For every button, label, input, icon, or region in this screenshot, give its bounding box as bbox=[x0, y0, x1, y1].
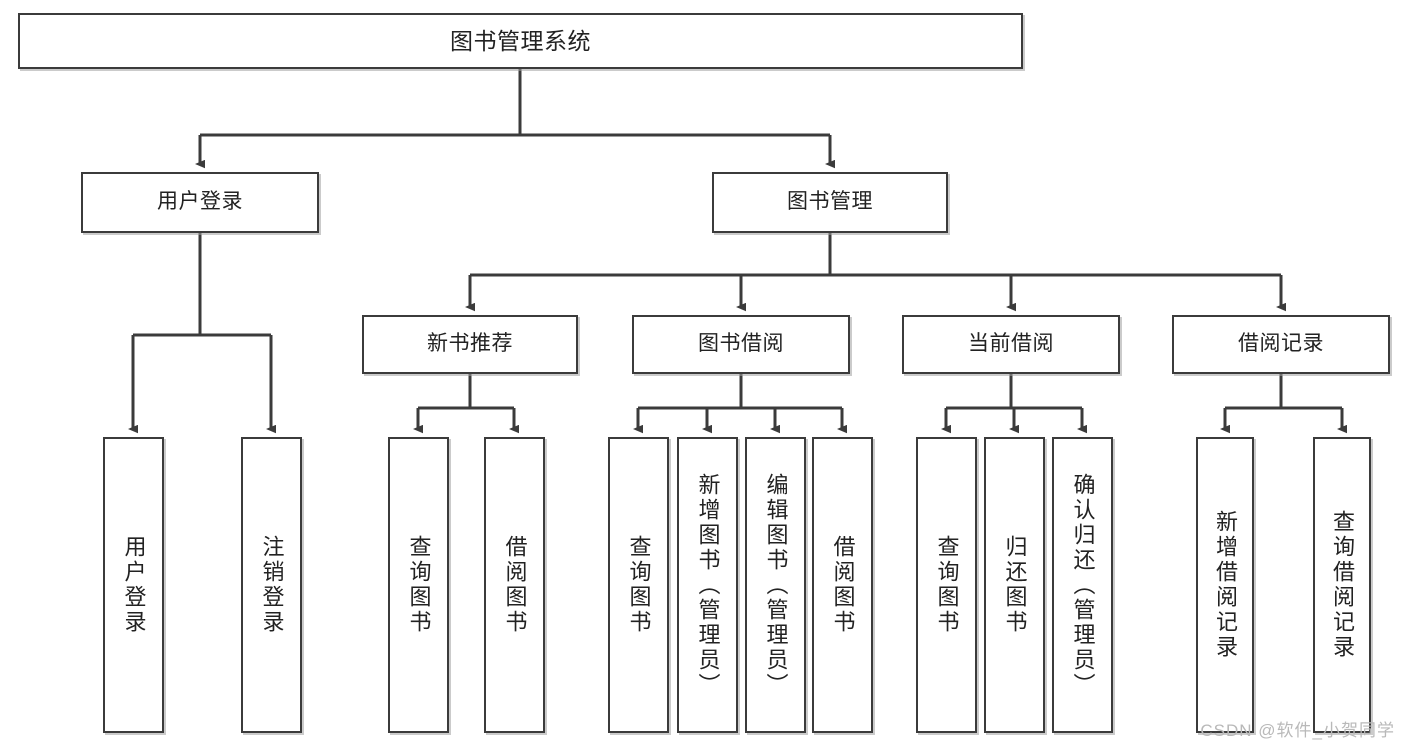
node-leaf-return-book[interactable]: 归还图书 bbox=[984, 437, 1045, 733]
node-label: 确认归还（管理员） bbox=[1070, 472, 1096, 698]
node-label: 借阅图书 bbox=[830, 535, 856, 635]
node-leaf-borrow-book-rec[interactable]: 借阅图书 bbox=[484, 437, 545, 733]
node-label: 新书推荐 bbox=[427, 332, 513, 356]
node-leaf-query-borrow-record[interactable]: 查询借阅记录 bbox=[1313, 437, 1371, 733]
node-leaf-user-logout[interactable]: 注销登录 bbox=[241, 437, 302, 733]
edge-bookmanage-to-level3 bbox=[465, 233, 1286, 312]
node-label: 新增借阅记录 bbox=[1213, 510, 1238, 660]
node-leaf-edit-book-admin[interactable]: 编辑图书（管理员） bbox=[745, 437, 806, 733]
edge-root-to-level2 bbox=[195, 69, 835, 169]
node-label: 图书借阅 bbox=[698, 332, 784, 356]
node-label: 当前借阅 bbox=[968, 332, 1054, 356]
node-new-book-recommendation[interactable]: 新书推荐 bbox=[362, 315, 578, 374]
edge-borrowrecord-to-leaves bbox=[1220, 374, 1347, 434]
node-leaf-add-book-admin[interactable]: 新增图书（管理员） bbox=[677, 437, 738, 733]
node-leaf-add-borrow-record[interactable]: 新增借阅记录 bbox=[1196, 437, 1254, 733]
node-label: 查询图书 bbox=[934, 535, 960, 635]
node-leaf-query-book-rec[interactable]: 查询图书 bbox=[388, 437, 449, 733]
node-label: 查询借阅记录 bbox=[1330, 510, 1355, 660]
node-label: 图书管理系统 bbox=[450, 27, 591, 54]
edge-bookborrow-to-leaves bbox=[633, 374, 847, 434]
node-label: 借阅记录 bbox=[1238, 332, 1324, 356]
node-user-login[interactable]: 用户登录 bbox=[81, 172, 319, 233]
node-label: 注销登录 bbox=[259, 535, 285, 635]
node-leaf-query-book-borrow[interactable]: 查询图书 bbox=[608, 437, 669, 733]
node-label: 编辑图书（管理员） bbox=[763, 472, 789, 698]
node-book-management[interactable]: 图书管理 bbox=[712, 172, 948, 233]
node-label: 用户登录 bbox=[121, 535, 147, 635]
edge-userlogin-to-leaves bbox=[128, 233, 276, 434]
node-label: 用户登录 bbox=[157, 190, 243, 214]
node-label: 新增图书（管理员） bbox=[695, 472, 721, 698]
node-leaf-query-book-current[interactable]: 查询图书 bbox=[916, 437, 977, 733]
node-label: 借阅图书 bbox=[502, 535, 528, 635]
csdn-watermark: CSDN @软件_小贺同学 bbox=[1200, 721, 1395, 740]
node-label: 查询图书 bbox=[626, 535, 652, 635]
node-leaf-user-login[interactable]: 用户登录 bbox=[103, 437, 164, 733]
node-book-borrowing[interactable]: 图书借阅 bbox=[632, 315, 850, 374]
node-label: 归还图书 bbox=[1002, 535, 1028, 635]
node-borrowing-record[interactable]: 借阅记录 bbox=[1172, 315, 1390, 374]
edge-currentborrow-to-leaves bbox=[941, 374, 1087, 434]
node-label: 图书管理 bbox=[787, 190, 873, 214]
node-leaf-confirm-return-admin[interactable]: 确认归还（管理员） bbox=[1052, 437, 1113, 733]
node-label: 查询图书 bbox=[406, 535, 432, 635]
node-leaf-borrow-book[interactable]: 借阅图书 bbox=[812, 437, 873, 733]
node-current-borrowing[interactable]: 当前借阅 bbox=[902, 315, 1120, 374]
node-book-management-system[interactable]: 图书管理系统 bbox=[18, 13, 1023, 69]
edge-newbookrec-to-leaves bbox=[413, 374, 519, 434]
